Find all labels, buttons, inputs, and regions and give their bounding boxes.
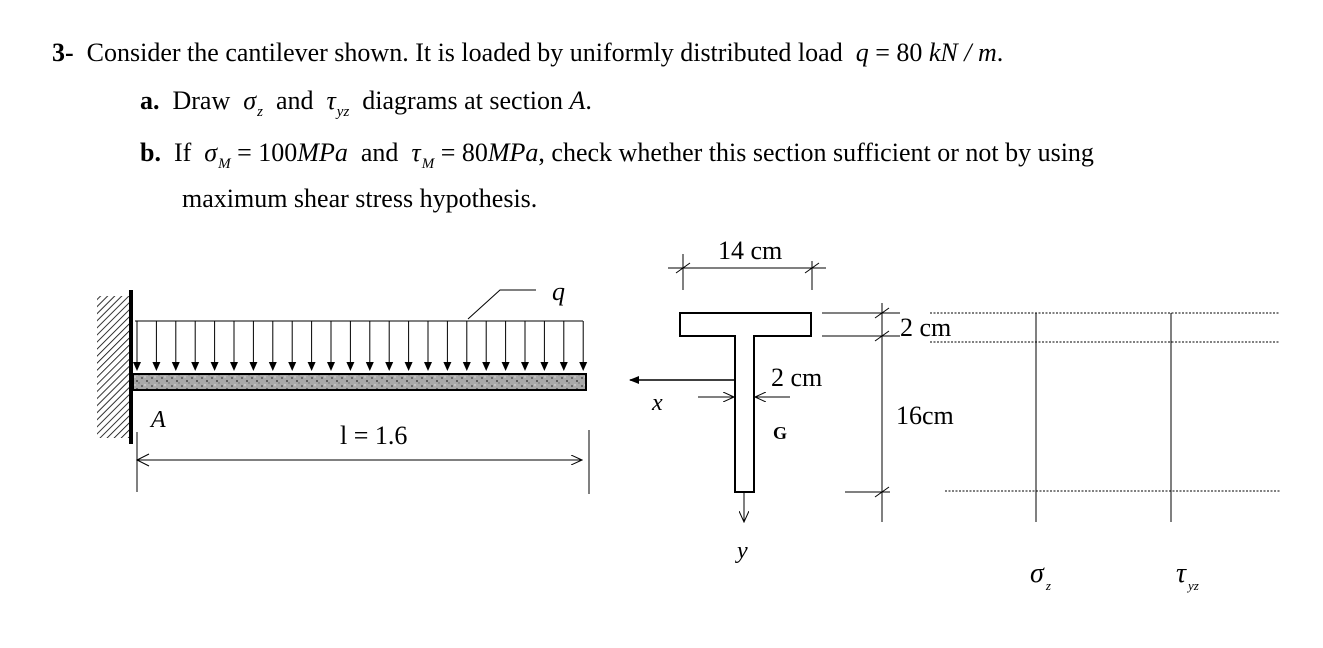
x-axis-label: x	[651, 390, 663, 416]
part-a-tau-sub: yz	[336, 104, 350, 120]
load-arrow-head	[230, 362, 238, 371]
section-a-label: A	[149, 407, 166, 433]
load-arrow-head	[307, 362, 316, 371]
load-arrow-head	[424, 362, 432, 371]
sigma-subscript: z	[1045, 578, 1051, 593]
sigma-symbol: σ	[1030, 558, 1045, 589]
flange-thickness-label: 2 cm	[900, 313, 951, 342]
width-label: 14 cm	[718, 236, 782, 265]
load-arrow-head	[133, 362, 141, 371]
distributed-load	[133, 320, 588, 371]
load-arrow-head	[346, 362, 355, 371]
part-b-tau-val: = 80	[440, 138, 488, 167]
part-a-end: .	[585, 86, 592, 115]
height-label: 16cm	[896, 401, 954, 430]
centroid-label: G	[773, 423, 787, 443]
problem-number: 3-	[52, 38, 74, 67]
part-b-line2: maximum shear stress hypothesis.	[182, 184, 538, 213]
part-b-sigma-unit: MPa	[297, 138, 348, 167]
load-arrow-head	[501, 362, 510, 371]
part-a-sigma: σ	[243, 86, 257, 115]
tau-subscript: yz	[1186, 578, 1199, 593]
part-b-tau-unit: MPa	[487, 138, 539, 167]
load-arrow-head	[540, 362, 549, 371]
part-b-and: and	[360, 138, 399, 167]
problem-statement: 3- Consider the cantilever shown. It is …	[52, 38, 1003, 68]
part-b-sigma-sub: M	[218, 156, 231, 172]
part-b-sigma: σ	[204, 138, 218, 167]
load-end: .	[996, 38, 1004, 67]
width-label-text: 14 cm	[718, 236, 782, 265]
width-tick-left	[675, 262, 691, 274]
load-arrow-head	[443, 362, 452, 371]
load-arrow-head	[249, 362, 258, 371]
web-label: 2 cm	[771, 363, 822, 392]
load-arrow-head	[559, 362, 568, 371]
part-a-text2: diagrams at section	[362, 86, 564, 115]
tau-symbol: τ	[1176, 558, 1187, 589]
width-tick-right	[804, 262, 820, 274]
part-a-sigma-sub: z	[257, 104, 263, 120]
load-value: = 80	[875, 38, 923, 67]
load-unit: kN / m	[928, 38, 997, 67]
part-a-letter: a.	[140, 86, 160, 115]
tick-bottom	[874, 486, 890, 498]
load-arrow-head	[327, 362, 335, 371]
t-section	[679, 312, 812, 493]
problem-intro: Consider the cantilever shown. It is loa…	[86, 38, 843, 67]
load-arrow-head	[482, 362, 491, 371]
diagram-grid	[930, 312, 1280, 522]
part-b-tau-sub: M	[421, 156, 435, 172]
load-arrow-head	[268, 362, 277, 371]
load-arrow-head	[404, 362, 413, 371]
length-label: l = 1.6	[340, 421, 407, 450]
part-a-section: A	[569, 86, 586, 115]
part-b-text1: If	[173, 138, 192, 167]
load-arrow-head	[288, 362, 297, 371]
y-axis-label: y	[735, 538, 748, 564]
load-arrow-head	[365, 362, 374, 371]
part-b-letter: b.	[140, 138, 161, 167]
load-arrow-head	[579, 362, 588, 371]
fixed-support	[97, 290, 133, 444]
load-arrow-head	[385, 362, 394, 371]
load-leader	[467, 289, 536, 320]
load-symbol: q	[855, 38, 869, 67]
tick-top	[874, 307, 890, 319]
load-arrow-head	[462, 362, 471, 371]
beam	[132, 373, 587, 391]
part-b-sigma-val: = 100	[237, 138, 298, 167]
tick-flange	[874, 330, 890, 342]
load-arrow-head	[171, 362, 180, 371]
part-a-and: and	[275, 86, 314, 115]
part-b-text2: , check whether this section sufficient …	[538, 138, 1094, 167]
part-b: b. If σM = 100MPa and τM = 80MPa, check …	[140, 138, 1094, 172]
part-a: a. Draw σz and τyz diagrams at section A…	[140, 86, 592, 120]
part-a-tau: τ	[326, 86, 336, 115]
part-b-tau: τ	[411, 138, 421, 167]
load-arrow-head	[210, 362, 219, 371]
load-label: q	[552, 277, 565, 306]
load-arrow-head	[191, 362, 200, 371]
load-arrow-head	[152, 362, 161, 371]
load-arrow-head	[521, 362, 529, 371]
part-a-text1: Draw	[172, 86, 231, 115]
